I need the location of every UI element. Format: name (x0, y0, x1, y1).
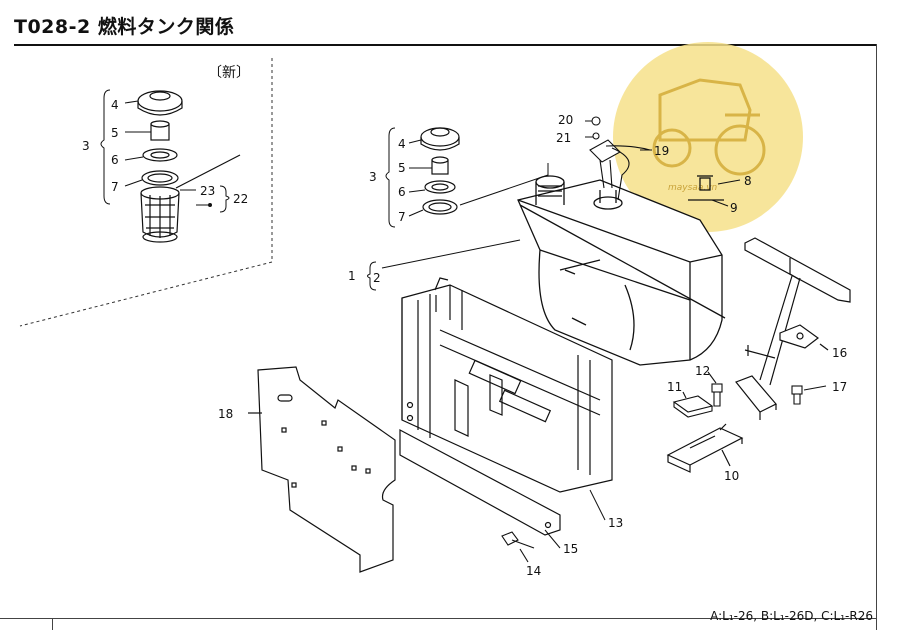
bolt-17 (791, 385, 827, 405)
tank-frame (399, 277, 613, 536)
label-3: 3 (369, 170, 377, 184)
inset-label-23: 23 (200, 184, 215, 198)
inset-boundary (19, 58, 273, 327)
label-2: 2 (373, 271, 381, 285)
new-parts-label: 〔新〕 (208, 65, 250, 81)
model-legend: A:L₁-26, B:L₁-26D, C:L₁-R26 (710, 609, 873, 623)
frame-leaders (544, 489, 606, 549)
label-11: 11 (667, 380, 682, 394)
label-10: 10 (724, 469, 739, 483)
label-14: 14 (526, 564, 541, 578)
label-20: 20 (558, 113, 573, 127)
page-border-right (876, 44, 877, 630)
label-7: 7 (398, 210, 406, 224)
watermark-text: maysaa.vn (668, 183, 718, 193)
label-9: 9 (730, 201, 738, 215)
page-title: T028-2 燃料タンク関係 (14, 16, 235, 38)
label-12: 12 (695, 364, 710, 378)
label-1: 1 (348, 269, 356, 283)
label-4: 4 (398, 137, 406, 151)
main-cap-assembly (420, 127, 460, 215)
fuel-tank (517, 175, 726, 366)
inset-bullet (208, 203, 212, 207)
watermark-logo: maysaa.vn (613, 42, 803, 232)
label-5: 5 (398, 161, 406, 175)
fuel-sender-unit (589, 116, 651, 201)
inset-cap-assembly (137, 90, 241, 243)
inset-label-7: 7 (111, 180, 119, 194)
label-21: 21 (556, 131, 571, 145)
label-15: 15 (563, 542, 578, 556)
footer-line (0, 618, 877, 619)
footer-divider (52, 618, 53, 630)
label-18: 18 (218, 407, 233, 421)
cushion-pad (672, 391, 714, 418)
label-8: 8 (744, 174, 752, 188)
bolt-12 (707, 371, 723, 407)
inset-label-4: 4 (111, 98, 119, 112)
label-19: 19 (654, 144, 669, 158)
tank-stay-16 (735, 237, 851, 420)
label-16: 16 (832, 346, 847, 360)
heat-shield-plate (248, 366, 396, 573)
label-6: 6 (398, 185, 406, 199)
bracket-10 (666, 423, 744, 473)
inset-leaders (100, 89, 230, 213)
main-cap-leaders (385, 127, 549, 228)
bolt-14 (501, 531, 535, 563)
label-13: 13 (608, 516, 623, 530)
inset-label-3: 3 (82, 139, 90, 153)
inset-label-6: 6 (111, 153, 119, 167)
tank-leaders (367, 120, 741, 291)
title-underline (14, 44, 876, 46)
inset-label-5: 5 (111, 126, 119, 140)
label-17: 17 (832, 380, 847, 394)
inset-label-22: 22 (233, 192, 248, 206)
